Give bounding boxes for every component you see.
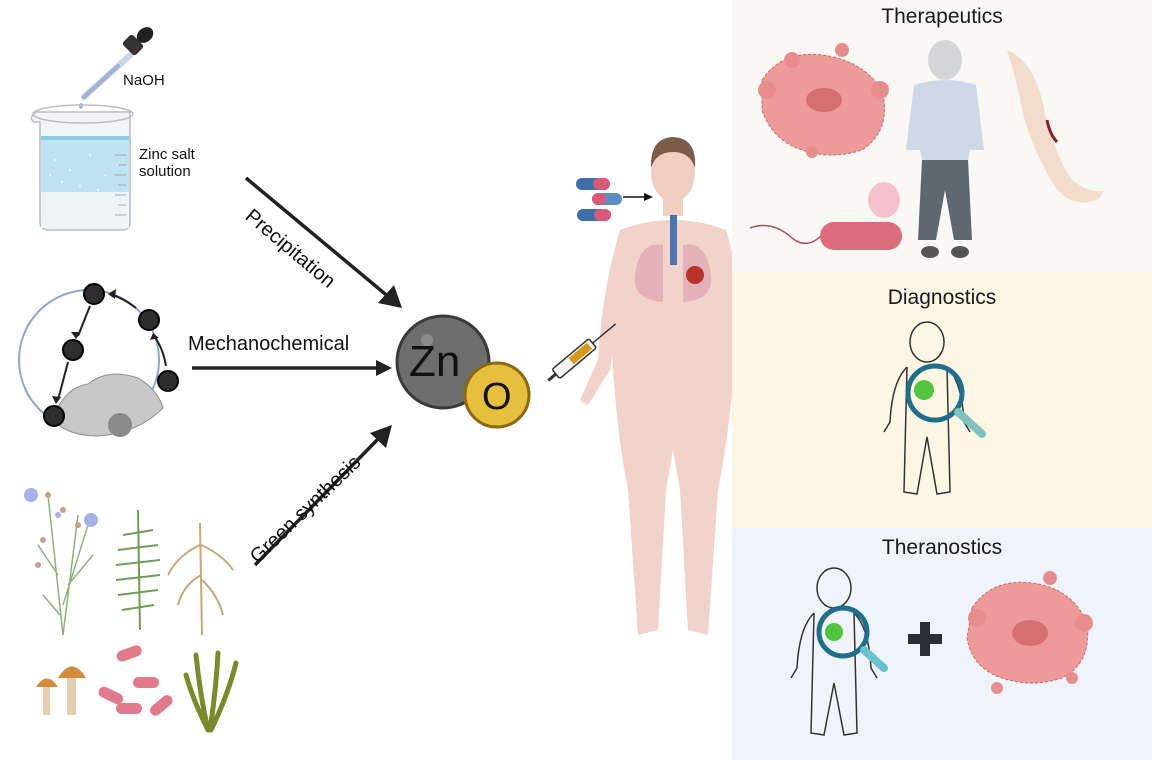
apoptotic-cancer-cell-icon xyxy=(966,571,1093,694)
bursting-bacterium-icon xyxy=(749,182,902,250)
seaweed-icon xyxy=(183,650,239,733)
ball-mill-illustration xyxy=(18,283,179,437)
diagnostics-illustration xyxy=(883,321,986,495)
naoh-label: NaOH xyxy=(123,72,165,89)
theranostics-title: Theranostics xyxy=(881,536,1003,559)
therapeutics-panel: Therapeutics xyxy=(732,0,1152,272)
zinc-salt-label-line2: solution xyxy=(139,163,191,180)
zn-symbol: Zn xyxy=(409,337,461,386)
theranostics-panel: Theranostics xyxy=(732,528,1152,760)
biological-sources-illustration xyxy=(24,488,239,733)
apoptotic-cancer-cell-icon xyxy=(758,43,889,158)
therapeutics-title: Therapeutics xyxy=(881,5,1003,28)
syringe-icon xyxy=(547,323,617,382)
theranostics-illustration xyxy=(790,567,1093,736)
fern-icon xyxy=(115,509,161,631)
beaker-icon xyxy=(30,104,134,231)
capsule-pills-icon xyxy=(576,178,622,221)
lungs-icon xyxy=(634,215,712,302)
magnifying-glass-icon xyxy=(816,605,888,672)
plus-icon xyxy=(908,622,942,656)
oral-route-arrow xyxy=(623,193,653,201)
diagnostics-panel: Diagnostics xyxy=(732,272,1152,528)
o-symbol: O xyxy=(482,376,512,418)
patient-figure-icon xyxy=(906,40,984,258)
dropper-icon xyxy=(79,27,154,109)
zinc-salt-label-line1: Zinc salt xyxy=(139,146,195,163)
mechanochemical-arrow xyxy=(192,360,392,376)
root-icon xyxy=(167,522,234,636)
zno-nanoparticle-icon xyxy=(395,314,531,429)
mushroom-icon xyxy=(36,666,86,715)
green-synthesis-arrow xyxy=(253,425,392,567)
human-body-illustration xyxy=(547,137,766,635)
therapeutics-illustration xyxy=(749,40,1104,258)
magnifying-glass-icon xyxy=(905,363,986,438)
diagnostics-title: Diagnostics xyxy=(887,286,997,309)
wounded-arm-icon xyxy=(1007,50,1104,203)
precipitation-arrow xyxy=(244,176,402,308)
mechanochemical-label: Mechanochemical xyxy=(188,333,350,355)
beaker-with-dropper-illustration xyxy=(30,27,154,231)
flax-plant-icon xyxy=(37,494,94,636)
bacteria-icon xyxy=(98,645,173,716)
